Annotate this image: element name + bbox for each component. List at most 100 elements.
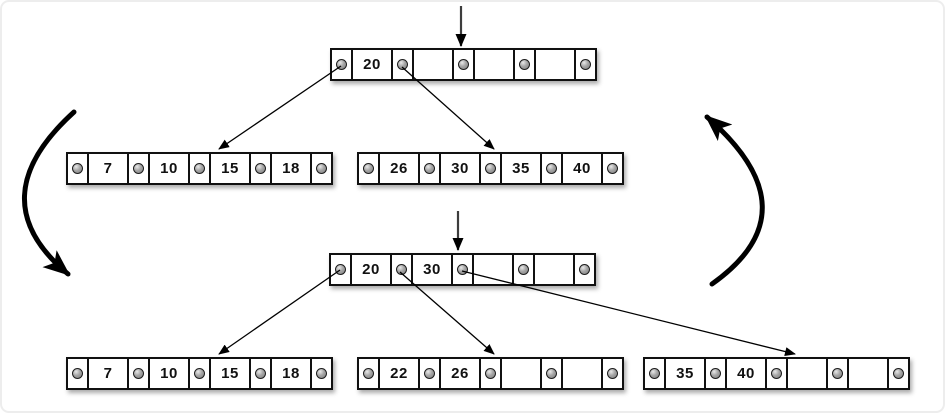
pointer-cell [418, 152, 441, 185]
key-cell: 26 [378, 152, 420, 185]
pointer-dot-icon [363, 368, 374, 379]
pointer-dot-icon [485, 163, 496, 174]
key-cell: 40 [725, 357, 767, 390]
pointer-dot-icon [255, 163, 266, 174]
pointer-cell [188, 357, 211, 390]
key-cell: 10 [148, 152, 190, 185]
key-cell: 7 [87, 152, 129, 185]
key-cell [473, 48, 515, 81]
pointer-dot-icon [133, 163, 144, 174]
key-cell [533, 253, 575, 286]
pointer-cell [601, 357, 624, 390]
pointer-dot-icon [194, 163, 205, 174]
pointer-cell [765, 357, 788, 390]
pointer-dot-icon [72, 163, 83, 174]
btree-node-before-root: 20 [330, 48, 597, 81]
pointer-cell [329, 253, 352, 286]
pointer-cell [826, 357, 849, 390]
key-cell: 15 [209, 357, 251, 390]
pointer-dot-icon [607, 368, 618, 379]
pointer-dot-icon [316, 163, 327, 174]
key-cell [786, 357, 828, 390]
pointer-cell [574, 48, 597, 81]
pointer-dot-icon [397, 59, 408, 70]
btree-node-after-child-right: 35 40 [643, 357, 910, 390]
pointer-cell [310, 357, 333, 390]
pointer-dot-icon [457, 264, 468, 275]
pointer-dot-icon [546, 163, 557, 174]
key-cell: 40 [561, 152, 603, 185]
pointer-dot-icon [316, 368, 327, 379]
pointer-cell [127, 357, 150, 390]
key-cell [534, 48, 576, 81]
pointer-cell [452, 48, 475, 81]
key-cell [561, 357, 603, 390]
pointer-cell [188, 152, 211, 185]
pointer-cell [330, 48, 353, 81]
pointer-cell [573, 253, 596, 286]
key-cell: 20 [351, 48, 393, 81]
pointer-dot-icon [607, 163, 618, 174]
pointer-cell [643, 357, 666, 390]
pointer-cell [310, 152, 333, 185]
pointer-cell [479, 152, 502, 185]
pointer-cell [249, 357, 272, 390]
key-cell: 7 [87, 357, 129, 390]
pointer-dot-icon [832, 368, 843, 379]
key-cell [500, 357, 542, 390]
key-cell: 22 [378, 357, 420, 390]
key-cell: 18 [270, 357, 312, 390]
key-cell: 18 [270, 152, 312, 185]
pointer-dot-icon [396, 264, 407, 275]
pointer-dot-icon [580, 59, 591, 70]
pointer-dot-icon [133, 368, 144, 379]
pointer-cell [601, 152, 624, 185]
key-cell [847, 357, 889, 390]
pointer-cell [704, 357, 727, 390]
key-cell: 30 [439, 152, 481, 185]
key-cell: 30 [411, 253, 453, 286]
key-cell: 20 [350, 253, 392, 286]
pointer-cell [249, 152, 272, 185]
key-cell [412, 48, 454, 81]
pointer-cell [357, 357, 380, 390]
pointer-dot-icon [255, 368, 266, 379]
pointer-dot-icon [649, 368, 660, 379]
pointer-cell [887, 357, 910, 390]
pointer-cell [451, 253, 474, 286]
pointer-dot-icon [194, 368, 205, 379]
pointer-dot-icon [336, 59, 347, 70]
pointer-cell [512, 253, 535, 286]
btree-node-before-child-right: 26 30 35 40 [357, 152, 624, 185]
pointer-cell [479, 357, 502, 390]
pointer-cell [390, 253, 413, 286]
key-cell [472, 253, 514, 286]
pointer-dot-icon [72, 368, 83, 379]
pointer-dot-icon [458, 59, 469, 70]
pointer-dot-icon [893, 368, 904, 379]
key-cell: 35 [664, 357, 706, 390]
pointer-cell [391, 48, 414, 81]
pointer-dot-icon [519, 59, 530, 70]
pointer-cell [127, 152, 150, 185]
pointer-dot-icon [579, 264, 590, 275]
pointer-cell [540, 152, 563, 185]
pointer-dot-icon [424, 368, 435, 379]
pointer-dot-icon [363, 163, 374, 174]
pointer-cell [540, 357, 563, 390]
pointer-cell [418, 357, 441, 390]
key-cell: 35 [500, 152, 542, 185]
key-cell: 26 [439, 357, 481, 390]
pointer-cell [66, 152, 89, 185]
pointer-dot-icon [771, 368, 782, 379]
pointer-dot-icon [335, 264, 346, 275]
pointer-dot-icon [546, 368, 557, 379]
pointer-dot-icon [710, 368, 721, 379]
pointer-cell [357, 152, 380, 185]
pointer-dot-icon [485, 368, 496, 379]
